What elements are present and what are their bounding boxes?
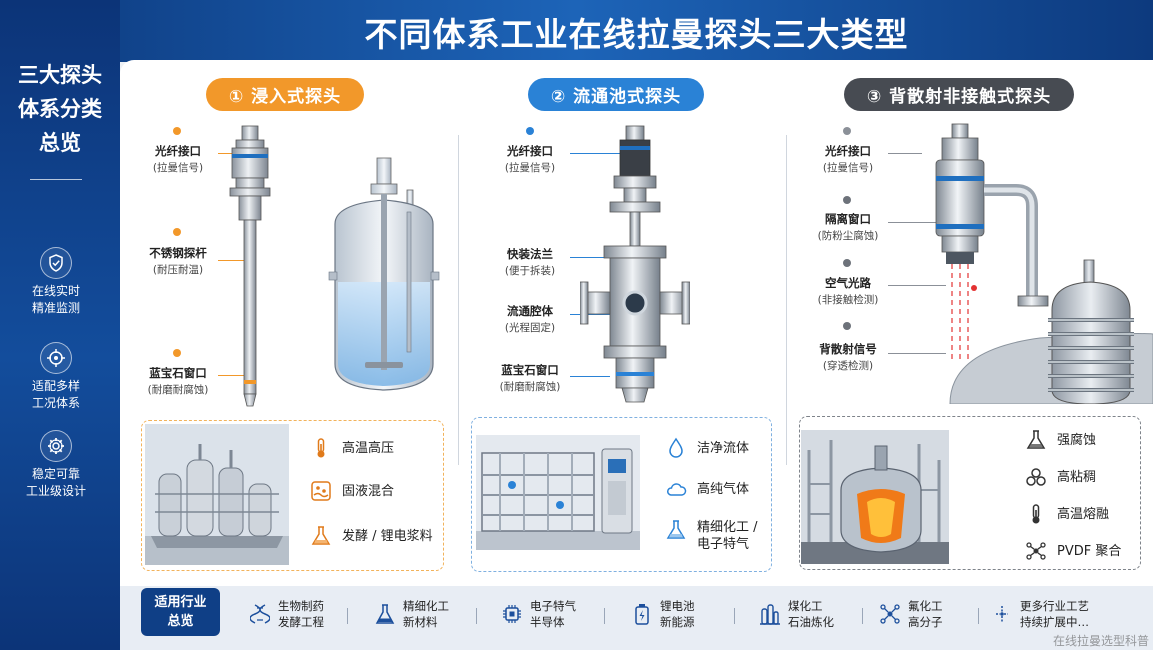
dna-icon <box>250 604 270 624</box>
header-bar <box>0 0 1153 62</box>
marker-dot <box>173 127 181 135</box>
sidebar-feature-reliable: 稳定可靠 工业级设计 <box>0 430 112 500</box>
gear-icon <box>40 430 72 462</box>
mix-icon <box>311 481 331 501</box>
leader-line <box>570 257 606 258</box>
label-air-path: 空气光路 (非接触检测) <box>817 276 879 306</box>
marker-dot <box>173 349 181 357</box>
gas-skid-photo-placeholder <box>476 435 640 550</box>
refinery-icon <box>760 604 780 625</box>
label-sapphire-window: 蓝宝石窗口 (耐磨耐腐蚀) <box>147 366 209 396</box>
leader-line <box>218 153 232 154</box>
panel-1-badge: ① 浸入式探头 <box>206 78 364 111</box>
footer-separator <box>978 608 979 624</box>
label-fiber-port: 光纤接口 (拉曼信号) <box>822 144 874 174</box>
feature-high-temp-pressure: 高温高压 <box>310 437 394 459</box>
marker-dot <box>843 196 851 204</box>
marker-dot <box>526 127 534 135</box>
feature-high-purity-gas: 高纯气体 <box>665 478 749 500</box>
footer-separator <box>734 608 735 624</box>
backscatter-probe-illustration <box>935 123 1153 404</box>
leader-line <box>888 153 922 154</box>
sidebar-feature-adapt: 适配多样 工况体系 <box>0 342 112 412</box>
feature-fermentation: 发酵 / 锂电浆料 <box>310 525 433 547</box>
label-steel-rod: 不锈钢探杆 (耐压耐温) <box>149 246 207 276</box>
molecule-icon <box>880 604 900 624</box>
feature-pvdf: PVDF 聚合 <box>1025 540 1121 562</box>
immersion-probe-illustration <box>229 125 271 407</box>
leader-line <box>218 260 244 261</box>
label-quick-flange: 快装法兰 (便于拆装) <box>504 247 556 277</box>
watermark: 在线拉曼选型科普 <box>1052 634 1149 648</box>
main-content: ① 浸入式探头 光纤接口 (拉曼信号) 不锈钢探杆 (耐压耐温) 蓝宝石窗口 (… <box>120 60 1153 586</box>
feature-clean-fluid: 洁净流体 <box>665 437 749 459</box>
label-isolation-window: 隔离窗口 (防粉尘腐蚀) <box>817 212 879 242</box>
feature-high-temp-melt: 高温熔融 <box>1025 503 1109 525</box>
industry-battery: 锂电池新能源 <box>632 598 695 630</box>
label-fiber-port: 光纤接口 (拉曼信号) <box>152 144 204 174</box>
footer-separator <box>347 608 348 624</box>
marker-dot <box>843 322 851 330</box>
sidebar-divider <box>30 179 82 180</box>
industry-fine-chemical: 精细化工新材料 <box>375 598 449 630</box>
industry-more: 更多行业工艺持续扩展中… <box>992 598 1089 630</box>
reactor-tank-illustration <box>328 157 440 391</box>
leader-line <box>888 353 946 354</box>
industry-footer: 适用行业 总览 生物制药发酵工程 精细化工新材料 电子特气半导体 锂电池新能源 … <box>120 586 1153 650</box>
thermometer-icon <box>317 438 325 458</box>
target-icon <box>40 342 72 374</box>
flask-icon <box>666 520 686 539</box>
droplet-icon <box>669 437 683 458</box>
leader-line <box>888 222 938 223</box>
footer-separator <box>476 608 477 624</box>
flask-icon <box>375 604 395 624</box>
more-icon <box>996 606 1008 622</box>
plant-photo-placeholder <box>145 424 289 565</box>
marker-dot <box>173 228 181 236</box>
label-fiber-port: 光纤接口 (拉曼信号) <box>504 144 556 174</box>
sidebar-feature-monitoring: 在线实时 精准监测 <box>0 247 112 317</box>
flask-icon <box>311 526 331 545</box>
footer-separator <box>604 608 605 624</box>
industry-petrochemical: 煤化工石油炼化 <box>760 598 834 630</box>
feature-fine-chemical: 精细化工 / 电子特气 <box>665 519 758 553</box>
leader-line <box>218 375 244 376</box>
industry-semiconductor: 电子特气半导体 <box>502 598 576 630</box>
label-backscatter-signal: 背散射信号 (穿透检测) <box>819 342 877 372</box>
marker-dot <box>843 127 851 135</box>
viscous-icon <box>1026 468 1046 486</box>
leader-line <box>570 376 610 377</box>
page-title: 不同体系工业在线拉曼探头三大类型 <box>364 15 909 54</box>
marker-dot <box>843 259 851 267</box>
feature-strong-corrosion: 强腐蚀 <box>1025 429 1096 451</box>
label-flow-cavity: 流通腔体 (光程固定) <box>504 304 556 334</box>
panel-divider <box>458 135 459 465</box>
label-sapphire-window: 蓝宝石窗口 (耐磨耐腐蚀) <box>499 363 561 393</box>
sidebar: 三大探头 体系分类 总览 在线实时 精准监测 适配多样 工况体系 稳定可靠 工业… <box>0 0 120 650</box>
panel-3-badge: ③ 背散射非接触式探头 <box>844 78 1074 111</box>
feature-solid-liquid: 固液混合 <box>310 480 394 502</box>
shield-icon <box>40 247 72 279</box>
melt-reactor-photo-placeholder <box>801 430 949 564</box>
leader-line <box>888 285 946 286</box>
industry-overview-badge: 适用行业 总览 <box>141 588 220 636</box>
panel-2-badge: ② 流通池式探头 <box>528 78 704 111</box>
battery-icon <box>635 604 649 625</box>
sidebar-title: 三大探头 体系分类 总览 <box>18 63 102 155</box>
molecule-icon <box>1026 542 1046 560</box>
leader-line <box>570 153 620 154</box>
cloud-icon <box>667 483 687 496</box>
industry-biopharma: 生物制药发酵工程 <box>250 598 324 630</box>
leader-line <box>570 314 610 315</box>
panel-divider <box>786 135 787 465</box>
feature-high-viscosity: 高粘稠 <box>1025 466 1096 488</box>
corrosion-flask-icon <box>1026 430 1046 449</box>
industry-fluorochemical: 氟化工高分子 <box>880 598 943 630</box>
thermometer-icon <box>1032 504 1040 524</box>
flow-cell-probe-illustration <box>580 125 690 403</box>
chip-icon <box>503 605 521 623</box>
footer-separator <box>862 608 863 624</box>
